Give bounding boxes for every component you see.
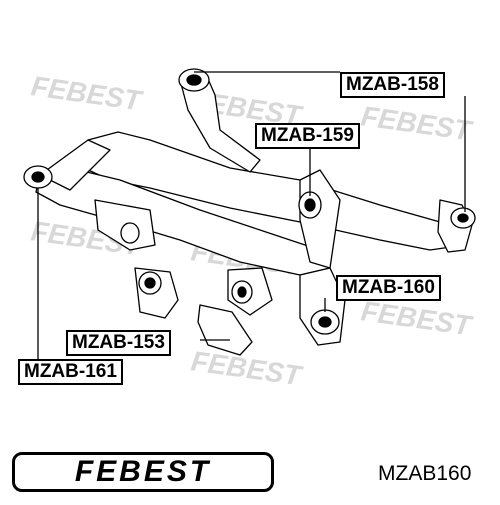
bushing-mid [231,280,253,304]
bushing-160 [310,309,340,335]
bushing-158-right [450,207,476,229]
bushing-153 [138,271,162,295]
subframe-drawing [23,68,476,356]
part-code: MZAB160 [378,462,472,485]
watermark-6: FEBEST [359,295,476,341]
label-mzab-159: MZAB-159 [255,123,360,149]
label-mzab-161: MZAB-161 [18,359,123,385]
label-mzab-158: MZAB-158 [340,72,445,98]
lower-link-bracket [197,304,253,356]
label-mzab-160: MZAB-160 [336,275,441,301]
watermark-1: FEBEST [29,70,146,116]
febest-logo: FEBEST [12,452,274,492]
bushing-159 [298,191,322,219]
watermark-3: FEBEST [359,100,476,146]
bushing-158 [178,68,210,92]
leader-lines [37,71,466,360]
bushing-161 [23,165,53,189]
watermark-7: FEBEST [189,345,306,391]
bushing-left-bracket [120,222,140,244]
left-side-member [39,139,111,191]
label-mzab-153: MZAB-153 [66,330,171,356]
